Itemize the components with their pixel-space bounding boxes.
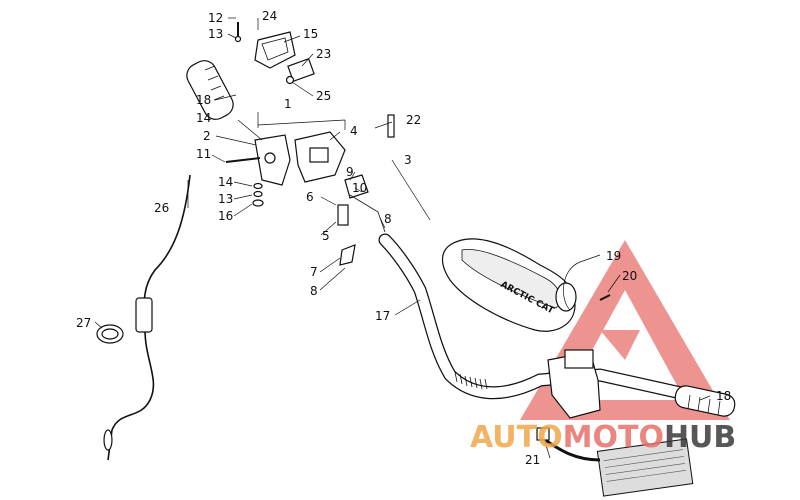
watermark-moto: MOTO bbox=[563, 420, 664, 455]
callout-18-right: 18 bbox=[716, 389, 731, 403]
callout-10: 10 bbox=[352, 181, 367, 195]
switch-housing bbox=[225, 114, 611, 301]
callout-15: 15 bbox=[303, 27, 318, 41]
callout-27: 27 bbox=[76, 316, 91, 330]
callout-18-left: 18 bbox=[196, 93, 211, 107]
callout-16: 16 bbox=[218, 209, 233, 223]
handlebar bbox=[378, 233, 697, 402]
callout-8-lower: 8 bbox=[310, 284, 318, 298]
watermark-hub: HUB bbox=[664, 420, 736, 455]
cable bbox=[96, 174, 191, 461]
callout-9: 9 bbox=[346, 165, 354, 179]
callout-14: 14 bbox=[196, 111, 211, 125]
callout-23: 23 bbox=[316, 47, 331, 61]
callout-13-lower: 13 bbox=[218, 192, 233, 206]
leader-lines bbox=[94, 17, 711, 459]
callout-2: 2 bbox=[203, 129, 211, 143]
callout-14-lower: 14 bbox=[218, 175, 233, 189]
grip-heater-pad bbox=[536, 427, 694, 497]
callout-19: 19 bbox=[606, 249, 621, 263]
callout-13: 13 bbox=[208, 27, 223, 41]
callout-6: 6 bbox=[306, 190, 314, 204]
callout-3: 3 bbox=[404, 153, 412, 167]
callout-21: 21 bbox=[525, 453, 540, 467]
right-grip bbox=[674, 385, 736, 417]
lever-assembly bbox=[234, 22, 315, 85]
left-grip bbox=[186, 60, 234, 120]
callout-4: 4 bbox=[350, 124, 358, 138]
callout-26: 26 bbox=[154, 201, 169, 215]
callout-12: 12 bbox=[208, 11, 223, 25]
handlebar-pad: ARCTIC CAT bbox=[441, 238, 577, 332]
callout-22: 22 bbox=[406, 113, 421, 127]
callout-7: 7 bbox=[310, 265, 318, 279]
callout-11: 11 bbox=[196, 147, 211, 161]
svg-text:AUTOMOTOHUB: AUTOMOTOHUB bbox=[470, 420, 736, 455]
callouts: 12 13 24 15 23 25 18 1 14 2 11 4 22 3 9 … bbox=[76, 9, 731, 467]
watermark-text: AUTOMOTOHUB bbox=[470, 420, 736, 455]
callout-25: 25 bbox=[316, 89, 331, 103]
callout-8-upper: 8 bbox=[384, 212, 392, 226]
callout-20: 20 bbox=[622, 269, 637, 283]
callout-5: 5 bbox=[322, 229, 330, 243]
callout-17: 17 bbox=[375, 309, 390, 323]
callout-1: 1 bbox=[284, 97, 292, 111]
watermark-auto: AUTO bbox=[470, 420, 563, 455]
throttle-housing bbox=[547, 349, 601, 419]
callout-24: 24 bbox=[262, 9, 277, 23]
